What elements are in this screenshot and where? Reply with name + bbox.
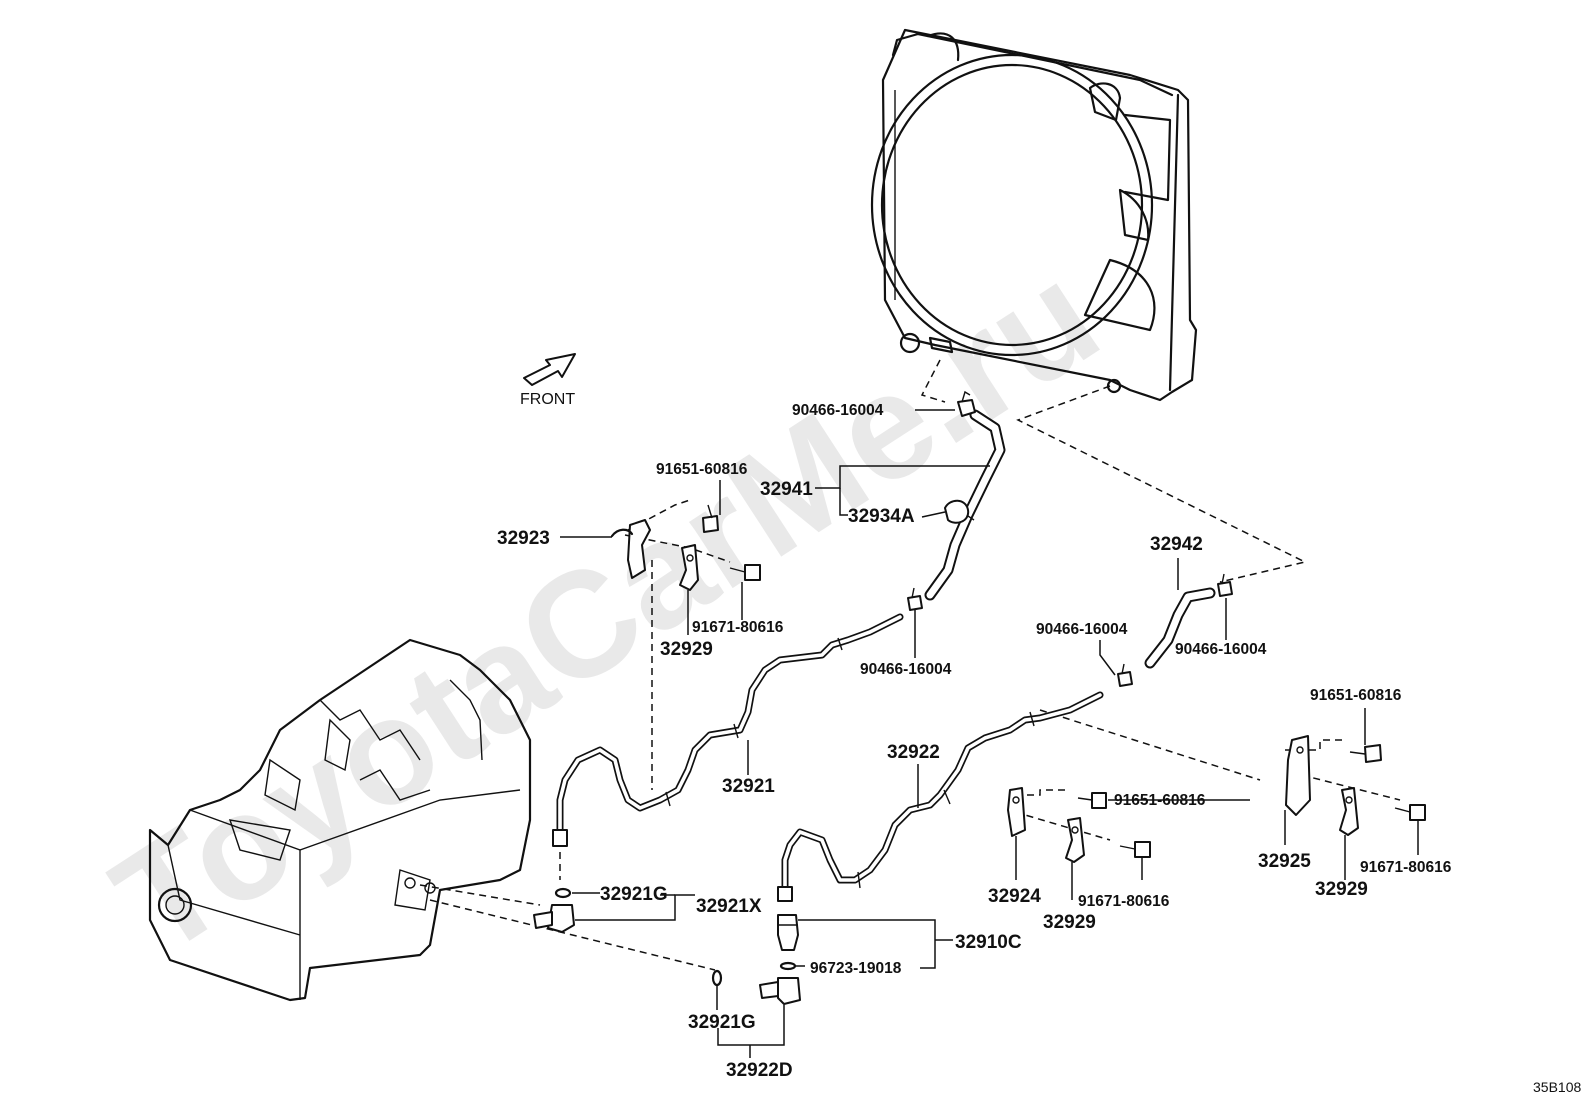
pipe-32922	[777, 691, 1104, 902]
watermark: ToyotaCarMe.ru	[86, 230, 1126, 987]
label-91671-80616: 91671-80616	[1078, 893, 1170, 910]
clamp-bracket-32929	[1065, 817, 1085, 863]
label-91651-60816: 91651-60816	[1310, 687, 1402, 704]
hose-32942	[1144, 587, 1216, 669]
label-32924: 32924	[988, 886, 1041, 907]
transmission	[148, 638, 532, 1002]
label-32941: 32941	[760, 479, 813, 500]
label-32929: 32929	[660, 639, 713, 660]
o-ring-icon	[779, 961, 797, 971]
label-90466-16004: 90466-16004	[792, 402, 884, 419]
clamp-icon	[957, 390, 976, 417]
label-90466-16004: 90466-16004	[860, 661, 952, 678]
label-32921X: 32921X	[696, 896, 762, 917]
clamp-bracket-32929	[1339, 787, 1359, 836]
gasket-icon	[711, 969, 723, 987]
gasket-icon	[554, 887, 572, 899]
radiator	[870, 28, 1198, 402]
label-32929: 32929	[1315, 879, 1368, 900]
pipe-32921	[552, 613, 904, 847]
label-90466-16004: 90466-16004	[1036, 621, 1128, 638]
bolt-icon	[1077, 792, 1107, 809]
label-91671-80616: 91671-80616	[1360, 859, 1452, 876]
label-32922D: 32922D	[726, 1060, 793, 1081]
label-96723-19018: 96723-19018	[810, 960, 902, 977]
elbow-union-32922D	[759, 977, 801, 1005]
label-91671-80616: 91671-80616	[692, 619, 784, 636]
label-32921G: 32921G	[600, 884, 668, 905]
label-91651-60816: 91651-60816	[656, 461, 748, 478]
label-32925: 32925	[1258, 851, 1311, 872]
front-arrow-icon	[523, 353, 576, 386]
diagram-code: 35B108	[1533, 1079, 1581, 1095]
bolt-icon	[1394, 804, 1426, 821]
bolt-icon	[729, 564, 761, 581]
label-32910C: 32910C	[955, 932, 1022, 953]
leader-lines	[560, 409, 1419, 1058]
label-32921G: 32921G	[688, 1012, 756, 1033]
label-32922: 32922	[887, 742, 940, 763]
bracket-32925	[1285, 735, 1311, 816]
grommet-icon	[944, 499, 970, 524]
front-label: FRONT	[520, 391, 575, 408]
bolt-icon	[1119, 841, 1151, 858]
clamp-bracket-32929	[679, 544, 699, 591]
label-91651-60816: 91651-60816	[1114, 792, 1206, 809]
label-32921: 32921	[722, 776, 775, 797]
connector-32910C	[777, 914, 799, 951]
bolt-icon	[702, 504, 719, 533]
label-32934A: 32934A	[848, 506, 915, 527]
bolt-icon	[1349, 744, 1382, 763]
bracket-32924	[1007, 787, 1026, 837]
clamp-icon	[907, 587, 923, 611]
clamp-icon	[1217, 573, 1233, 597]
bracket-32923	[610, 519, 651, 579]
label-90466-16004: 90466-16004	[1175, 641, 1267, 658]
label-32923: 32923	[497, 528, 550, 549]
label-32942: 32942	[1150, 534, 1203, 555]
label-32929: 32929	[1043, 912, 1096, 933]
clamp-icon	[1117, 663, 1133, 687]
elbow-union-32921X	[533, 904, 575, 933]
